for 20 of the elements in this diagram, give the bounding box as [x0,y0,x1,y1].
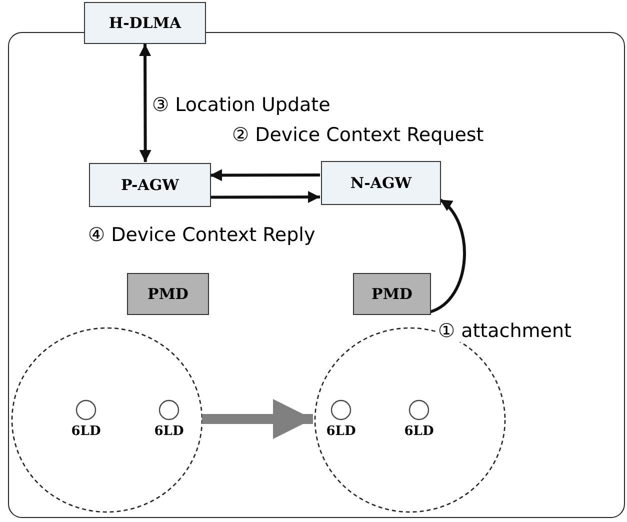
arrow [210,190,320,203]
edge-label: ③ Location Update [150,94,332,116]
arrow [139,44,152,162]
arrow [210,169,320,182]
node-label: 6LD [70,424,102,439]
arrow [429,198,466,314]
edge-label: ① attachment [436,320,574,342]
node-label: 6LD [325,424,357,439]
process-box: H-DLMA [84,2,206,44]
process-box: P-AGW [89,163,211,207]
edge-label: ② Device Context Request [230,124,486,146]
node-label: 6LD [153,424,185,439]
edge-label: ④ Device Context Reply [86,224,318,246]
process-box: PMD [353,273,431,315]
node-label: 6LD [403,424,435,439]
block-arrow [202,399,313,439]
frame-box [8,32,625,518]
dashed-circle [11,327,203,513]
process-box: N-AGW [321,161,441,205]
process-box: PMD [127,273,209,315]
